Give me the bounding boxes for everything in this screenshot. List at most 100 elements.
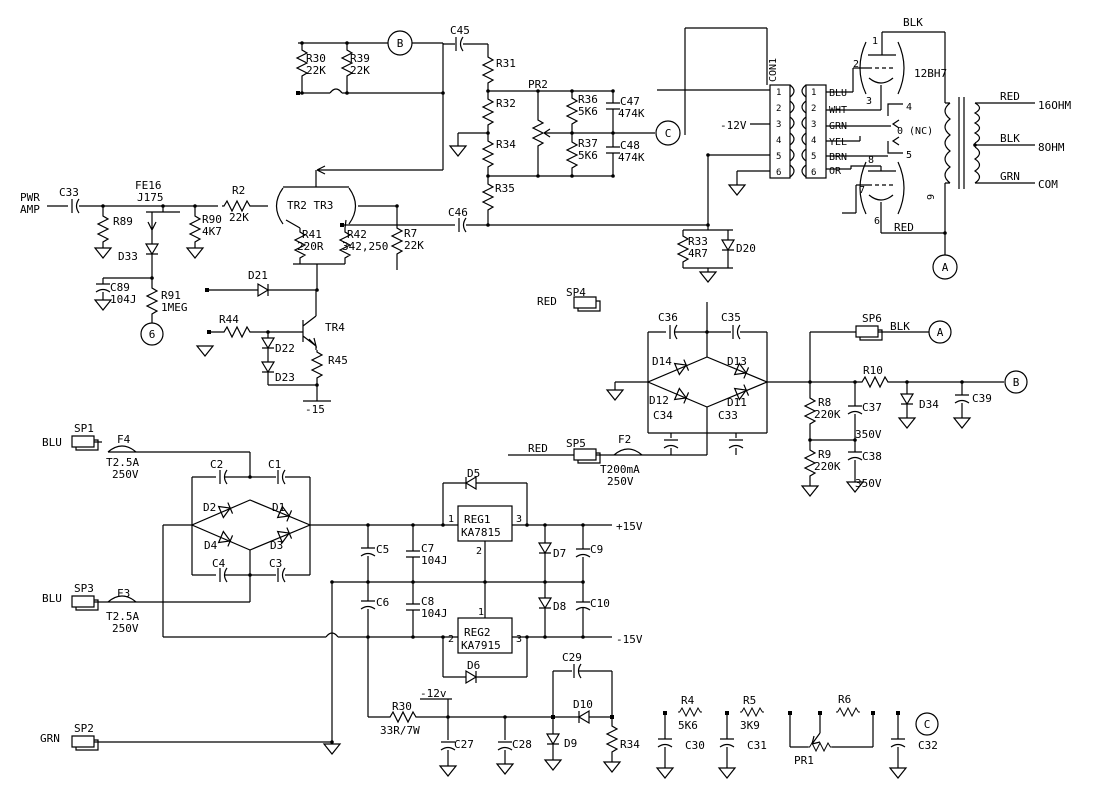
sp2-pad <box>71 735 99 751</box>
sp5-pad <box>573 448 601 464</box>
r44-ref: R44 <box>219 313 239 326</box>
sp1-blu: BLU <box>42 436 62 449</box>
wire-segments <box>47 27 1035 768</box>
xfmr-9: 9 <box>926 194 937 200</box>
sp2-ref: SP2 <box>74 722 94 735</box>
con1-left-pin-4: 4 <box>776 136 781 146</box>
f3-val1: T2.5A <box>106 610 139 623</box>
c47-val: 474K <box>618 107 645 120</box>
ground-c27 <box>439 765 457 777</box>
r31-resistor <box>482 54 494 86</box>
reg2-box <box>457 617 513 654</box>
r5-ref: R5 <box>743 694 756 707</box>
d21-diode <box>257 283 269 297</box>
r35-resistor <box>482 181 494 213</box>
d33-ref: D33 <box>118 250 138 263</box>
c45-capacitor <box>455 36 464 52</box>
c89-ref: C89 <box>110 281 130 294</box>
neg15v: -15V <box>616 633 643 646</box>
node-a-output-circle <box>932 254 958 280</box>
con1-right-pin-6: 6 <box>811 168 816 178</box>
r5-resistor <box>739 707 765 717</box>
c37-ref: C37 <box>862 401 882 414</box>
sp3-ref: SP3 <box>74 582 94 595</box>
r44-resistor <box>221 326 253 338</box>
sp1-pad <box>71 435 99 451</box>
r4-resistor <box>677 707 703 717</box>
r8-ref: R8 <box>818 396 831 409</box>
d14-ref: D14 <box>652 355 672 368</box>
f4-val2: 250V <box>112 468 139 481</box>
sp2-grn: GRN <box>40 732 60 745</box>
con1-left-pin-1: 1 <box>776 88 781 98</box>
node-6-label: 6 <box>149 328 156 341</box>
pr2-preset <box>532 117 544 149</box>
c36-ref: C36 <box>658 311 678 324</box>
c33b-capacitor <box>728 439 744 449</box>
node-a-ht-label: A <box>937 326 944 339</box>
d22-diode <box>261 337 275 349</box>
neg12v-con: -12V <box>720 119 747 132</box>
c35-ref: C35 <box>721 311 741 324</box>
r37-resistor <box>566 139 578 171</box>
sec-grn: GRN <box>1000 170 1020 183</box>
r37-val: 5K6 <box>578 149 598 162</box>
r31-ref: R31 <box>496 57 516 70</box>
reg1-ref: REG1 <box>464 513 491 526</box>
d2-ref: D2 <box>203 501 216 514</box>
pr2-ref: PR2 <box>528 78 548 91</box>
d23-diode <box>261 361 275 373</box>
d10-diode <box>578 710 590 724</box>
c2-ref: C2 <box>210 458 223 471</box>
con1-right-pin-4: 4 <box>811 136 816 146</box>
r4-ref: R4 <box>681 694 695 707</box>
r33-resistor <box>677 233 689 265</box>
c10-ref: C10 <box>590 597 610 610</box>
reg2-pin1: 1 <box>478 607 484 618</box>
sp3-pad <box>71 595 99 611</box>
r34b-ref: R34 <box>620 738 640 751</box>
c34-capacitor <box>663 439 679 449</box>
ground-c32 <box>889 767 907 779</box>
r36-val: 5K6 <box>578 105 598 118</box>
d20-diode <box>721 239 735 251</box>
con1-ref: CON1 <box>768 58 779 82</box>
ground-sp2 <box>323 743 341 755</box>
tube-pin5: 5 <box>906 150 912 161</box>
c38-val: 350V <box>855 477 882 490</box>
r89-resistor <box>97 213 109 245</box>
tr23-ref: TR2 TR3 <box>287 199 333 212</box>
c31-ref: C31 <box>747 739 767 752</box>
tube-pin3: 3 <box>866 96 872 107</box>
r6-ref: R6 <box>838 693 851 706</box>
r30b-resistor <box>387 711 419 723</box>
r7-resistor <box>391 225 403 257</box>
c3-ref: C3 <box>269 557 282 570</box>
pr1-preset <box>807 742 833 752</box>
r8-val: 220K <box>814 408 841 421</box>
r33-val: 4R7 <box>688 247 708 260</box>
sp4-pad <box>573 296 601 312</box>
c38-ref: C38 <box>862 450 882 463</box>
node-b-ht-label: B <box>1013 376 1020 389</box>
d1-ref: D1 <box>272 501 285 514</box>
c47-ref: C47 <box>620 95 640 108</box>
f4-fuse <box>107 445 137 453</box>
c32-ref: C32 <box>918 739 938 752</box>
neg15-tail: -15 <box>305 403 325 416</box>
r91-ref: R91 <box>161 289 181 302</box>
d5-ref: D5 <box>467 467 480 480</box>
r10-resistor <box>859 376 891 388</box>
c33-input-cap <box>71 198 80 214</box>
con1-left-pin-5: 5 <box>776 152 781 162</box>
c8-val: 104J <box>421 607 448 620</box>
pwr-amp-line1: PWR <box>20 191 40 204</box>
pr1-ref: PR1 <box>794 754 814 767</box>
r2-resistor <box>221 200 253 212</box>
tube-red: RED <box>894 221 914 234</box>
c9-capacitor <box>575 548 591 558</box>
sec-red: RED <box>1000 90 1020 103</box>
wire-brn: BRN <box>829 152 847 163</box>
r9-ref: R9 <box>818 448 831 461</box>
con1-right-pin-1: 1 <box>811 88 816 98</box>
